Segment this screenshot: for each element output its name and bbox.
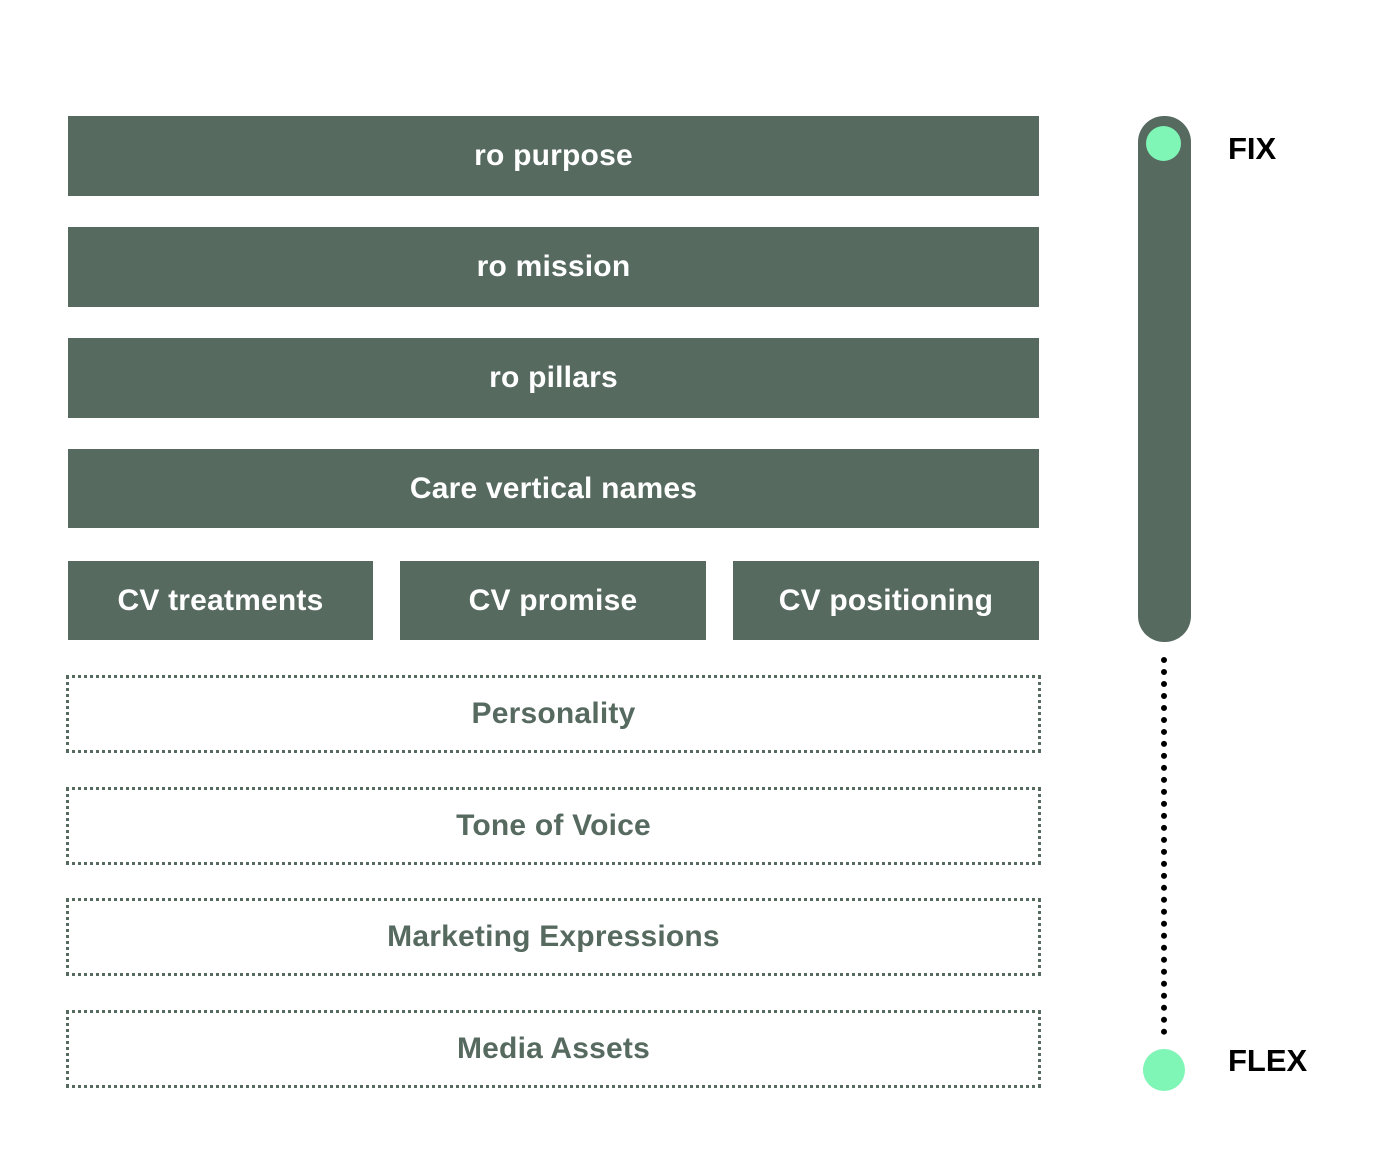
fix-label: FIX bbox=[1228, 131, 1277, 166]
layer-care-vertical-names: Care vertical names bbox=[68, 449, 1039, 528]
layer-media-assets: Media Assets bbox=[66, 1010, 1041, 1088]
layer-ro-pillars: ro pillars bbox=[68, 338, 1039, 418]
flex-scale-dotted-line bbox=[1161, 657, 1167, 1035]
layer-cv-treatments: CV treatments bbox=[68, 561, 373, 640]
layer-ro-purpose: ro purpose bbox=[68, 116, 1039, 196]
layer-marketing-expressions: Marketing Expressions bbox=[66, 898, 1041, 976]
layer-cv-promise: CV promise bbox=[400, 561, 706, 640]
layer-tone-of-voice: Tone of Voice bbox=[66, 787, 1041, 865]
flex-label: FLEX bbox=[1228, 1043, 1308, 1078]
fixed-scale-bar bbox=[1138, 116, 1191, 642]
flex-marker-dot bbox=[1143, 1049, 1185, 1091]
layer-ro-mission: ro mission bbox=[68, 227, 1039, 307]
layer-cv-positioning: CV positioning bbox=[733, 561, 1039, 640]
layer-personality: Personality bbox=[66, 675, 1041, 753]
fix-marker-dot bbox=[1146, 126, 1181, 161]
